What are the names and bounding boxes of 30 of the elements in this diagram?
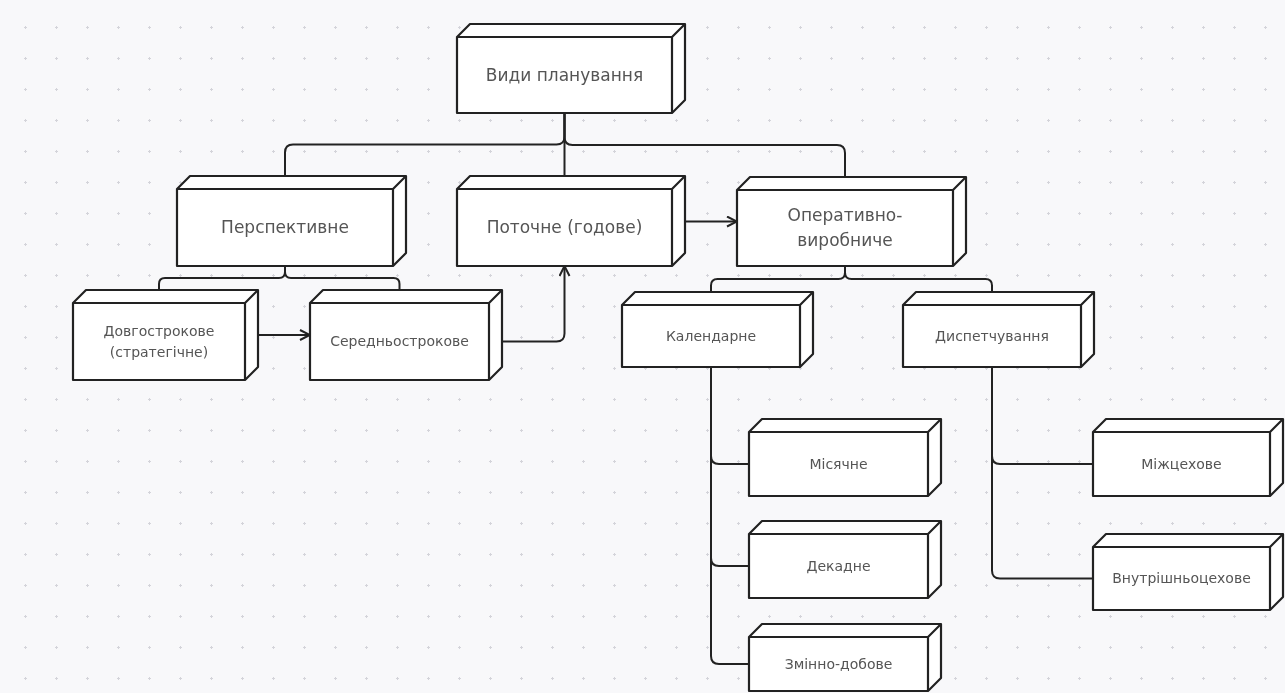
- connector-line: [991, 366, 1094, 580]
- cuboid-box: [737, 177, 966, 266]
- cuboid-box: [457, 176, 685, 266]
- connector-line: [284, 265, 401, 291]
- cuboid-box: [749, 624, 941, 691]
- box-label: Міжцехове: [1141, 454, 1222, 474]
- box-label: Змінно-добове: [784, 654, 893, 674]
- cuboid-box: [749, 521, 941, 598]
- box-label: Перспективне: [221, 216, 349, 240]
- box-label: Декадне: [806, 556, 871, 576]
- box-label: Диспетчування: [935, 326, 1049, 346]
- box-label: Місячне: [809, 454, 868, 474]
- cuboid-box: [622, 292, 813, 367]
- box-label: Оперативно- виробниче: [786, 204, 904, 252]
- cuboid-box: [1093, 534, 1283, 610]
- box-label: Види планування: [485, 63, 644, 87]
- box-label: Внутрішньоцехове: [1112, 569, 1251, 589]
- cuboid-box: [310, 290, 502, 380]
- connector-line: [844, 265, 993, 293]
- box-label: Середньострокове: [330, 332, 469, 352]
- cuboid-box: [73, 290, 258, 380]
- cuboid-box: [903, 292, 1094, 367]
- connector-line: [710, 366, 750, 665]
- box-label: Поточне (годове): [486, 216, 643, 240]
- cuboid-box: [457, 24, 685, 113]
- cuboid-box: [177, 176, 406, 266]
- cuboid-box: [749, 419, 941, 496]
- box-label: Довгострокове (стратегічне): [102, 322, 216, 362]
- cuboid-box: [1093, 419, 1283, 496]
- box-label: Календарне: [665, 326, 757, 346]
